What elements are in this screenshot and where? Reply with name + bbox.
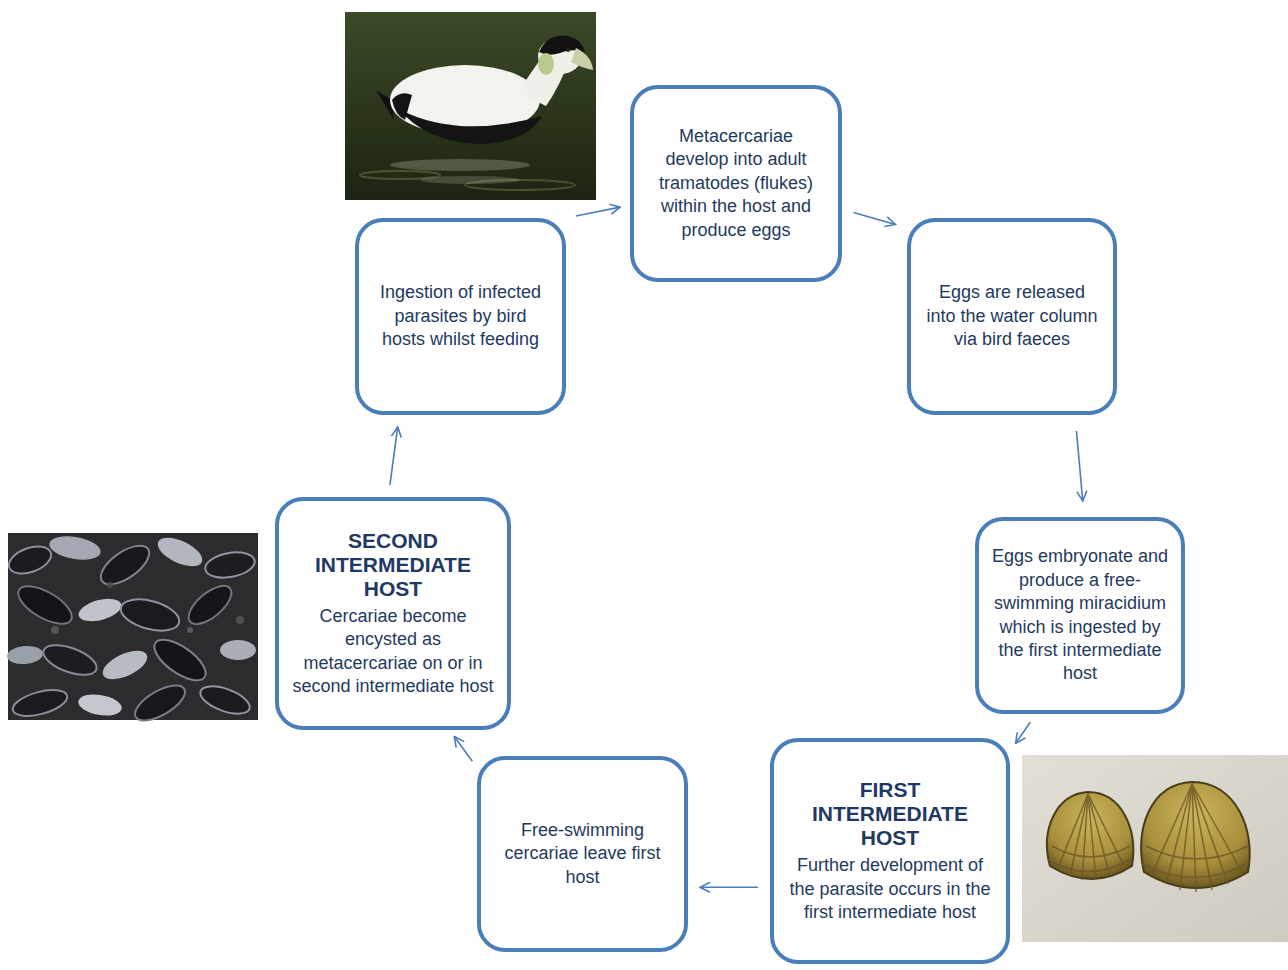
mussel-photo-part: [76, 595, 124, 626]
cockle-photo-part-part: [1082, 794, 1088, 880]
host-box: FIRST INTERMEDIATE HOSTFurther developme…: [770, 738, 1010, 964]
cycle-arrow: [1016, 722, 1031, 743]
box-content: Free-swimming cercariae leave first host: [493, 819, 672, 889]
box-content: SECOND INTERMEDIATE HOSTCercariae become…: [291, 529, 495, 699]
cycle-arrow: [576, 207, 620, 216]
eider-duck-photo-part: [571, 48, 593, 70]
stage-box: Eggs embryonate and produce a free-swimm…: [975, 517, 1185, 714]
mussel-photo-part: [95, 538, 156, 591]
eider-duck-photo-part: [392, 93, 412, 120]
host-heading: SECOND INTERMEDIATE HOST: [291, 529, 495, 601]
host-box: SECOND INTERMEDIATE HOSTCercariae become…: [275, 497, 511, 730]
mussel-photo-part: [77, 691, 124, 718]
mussel-photo-part: [236, 616, 244, 624]
eider-duck-photo-part: [420, 176, 520, 184]
cockle-photo-part-part: [1088, 794, 1110, 876]
cycle-arrow: [390, 427, 398, 485]
mussel-photo-part: [148, 632, 212, 688]
mussel-photo-part: [99, 645, 152, 685]
mussel-photo-part: [6, 644, 43, 665]
stage-text: Metacercariae develop into adult tramato…: [646, 125, 826, 242]
stage-box: Eggs are released into the water column …: [907, 218, 1117, 415]
stage-box: Ingestion of infected parasites by bird …: [355, 218, 566, 415]
box-content: Metacercariae develop into adult tramato…: [646, 125, 826, 242]
eider-duck-photo-part: [398, 108, 542, 144]
cycle-arrow: [454, 736, 472, 761]
mussel-photo-part: [220, 640, 256, 660]
eider-duck-photo-part: [360, 171, 440, 179]
stage-text: Cercariae become encysted as metacercari…: [291, 605, 495, 699]
cockle-photo-part-part: [1146, 846, 1248, 859]
eider-duck-photo-part: [538, 53, 554, 75]
eider-duck-photo-part: [566, 48, 570, 52]
mussel-photo-part: [203, 549, 256, 581]
cockle-photo: [1022, 755, 1288, 942]
box-content: Eggs are released into the water column …: [923, 281, 1101, 351]
cycle-arrow: [854, 212, 896, 224]
stage-text: Eggs embryonate and produce a free-swimm…: [991, 545, 1169, 685]
box-content: Ingestion of infected parasites by bird …: [371, 281, 550, 351]
box-content: FIRST INTERMEDIATE HOSTFurther developme…: [786, 778, 994, 925]
mussel-photo-part: [51, 626, 59, 634]
mussel-photo-part: [40, 639, 101, 681]
mussel-photo-part: [117, 594, 182, 637]
stage-box: Metacercariae develop into adult tramato…: [630, 85, 842, 282]
stage-text: Free-swimming cercariae leave first host: [493, 819, 672, 889]
stage-box: Free-swimming cercariae leave first host: [477, 756, 688, 952]
cockle-photo-part-part: [1192, 784, 1212, 890]
cockle-photo-part-part: [1180, 784, 1192, 890]
mussel-photo-part: [47, 533, 102, 564]
cockle-photo-part-part: [1192, 784, 1228, 884]
mussel-photo-part: [187, 627, 193, 633]
mussel-photo-part: [10, 685, 70, 721]
cockle-photo-part-part: [1142, 862, 1250, 878]
cockle-photo-part: [1047, 792, 1133, 879]
mussel-photo-part: [130, 679, 190, 728]
mussel-photo-part: [107, 582, 113, 588]
mussel-photo-part: [197, 681, 253, 719]
cockle-photo-part: [1022, 755, 1288, 942]
cockle-photo-part-part: [1048, 858, 1132, 872]
stage-text: Eggs are released into the water column …: [923, 281, 1101, 351]
cycle-arrow: [1076, 431, 1082, 501]
mussel-photo-part: [13, 579, 78, 632]
mussel-photo-part: [5, 541, 55, 579]
host-heading: FIRST INTERMEDIATE HOST: [786, 778, 994, 850]
cycle-arrow: [700, 886, 758, 888]
mussel-photo-part: [182, 579, 237, 631]
cockle-photo-part: [1048, 794, 1132, 880]
mussel-photo-part: [154, 532, 207, 572]
eider-duck-photo-part: [390, 159, 530, 171]
stage-text: Ingestion of infected parasites by bird …: [371, 281, 550, 351]
eider-duck-photo-part: [345, 12, 596, 200]
stage-text: Further development of the parasite occu…: [786, 854, 994, 924]
eider-duck-photo: [345, 12, 596, 200]
box-content: Eggs embryonate and produce a free-swimm…: [991, 545, 1169, 685]
cockle-photo-part-part: [1166, 784, 1192, 884]
mussel-photo: [5, 532, 258, 728]
cockle-photo-part-part: [1052, 846, 1130, 857]
cockle-photo-part: [1142, 784, 1250, 892]
